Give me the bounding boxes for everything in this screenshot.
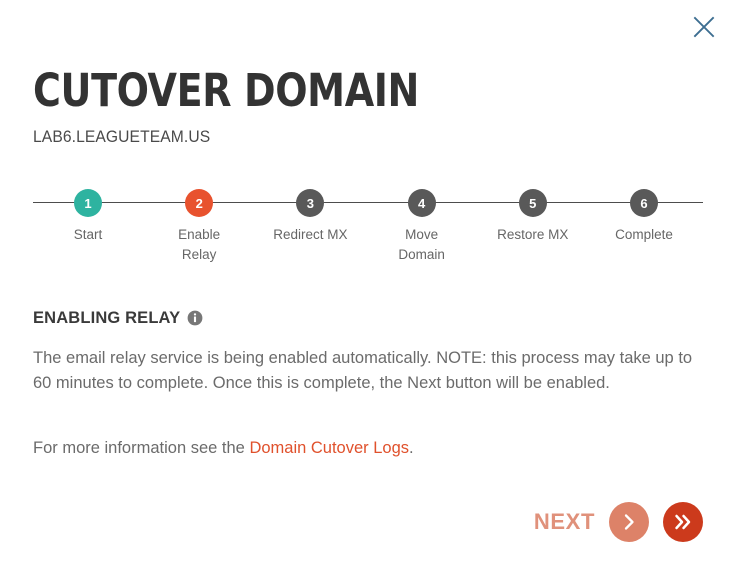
chevron-right-icon [618,511,640,533]
next-button[interactable] [609,502,649,542]
step-number-badge: 2 [185,189,214,217]
step-number-badge: 5 [518,189,547,217]
skip-forward-button[interactable] [663,502,703,542]
stepper-connector-line [33,202,703,203]
close-icon [692,15,716,39]
page-title: Cutover Domain [33,64,420,117]
step-label: Restore MX [497,227,569,242]
more-information-line: For more information see the Domain Cuto… [33,436,698,461]
step-number-badge: 3 [296,189,325,217]
step-number-badge: 1 [74,189,102,217]
step-number-badge: 4 [407,189,436,217]
section-heading-text: Enabling Relay [33,309,181,327]
step-label: Move Domain [398,227,445,262]
stepper-step-start[interactable]: 1 Start [33,189,143,245]
link-suffix-text: . [409,439,414,457]
step-label: Complete [615,227,673,242]
progress-stepper: 1 Start 2 Enable Relay 3 Redirect MX 4 M… [33,189,703,269]
link-prefix-text: For more information see the [33,439,250,457]
step-label: Start [73,227,103,242]
stepper-step-restore-mx[interactable]: 5 Restore MX [478,189,588,245]
step-label: Redirect MX [273,227,348,242]
domain-name: lab6.leagueteam.us [33,127,211,146]
stepper-step-redirect-mx[interactable]: 3 Redirect MX [255,189,365,245]
stepper-step-complete[interactable]: 6 Complete [589,189,699,245]
status-description: The email relay service is being enabled… [33,349,693,392]
close-dialog-button[interactable] [687,10,721,44]
step-label: Enable Relay [178,227,221,262]
section-heading: Enabling Relay [33,310,203,327]
step-number-badge: 6 [630,189,658,217]
stepper-step-enable-relay[interactable]: 2 Enable Relay [144,189,254,264]
info-icon[interactable] [187,310,203,326]
chevron-double-right-icon [671,510,695,534]
footer-actions: Next [534,498,703,546]
stepper-step-move-domain[interactable]: 4 Move Domain [367,189,477,264]
domain-cutover-logs-link[interactable]: Domain Cutover Logs [249,439,410,457]
next-label: Next [533,509,595,534]
